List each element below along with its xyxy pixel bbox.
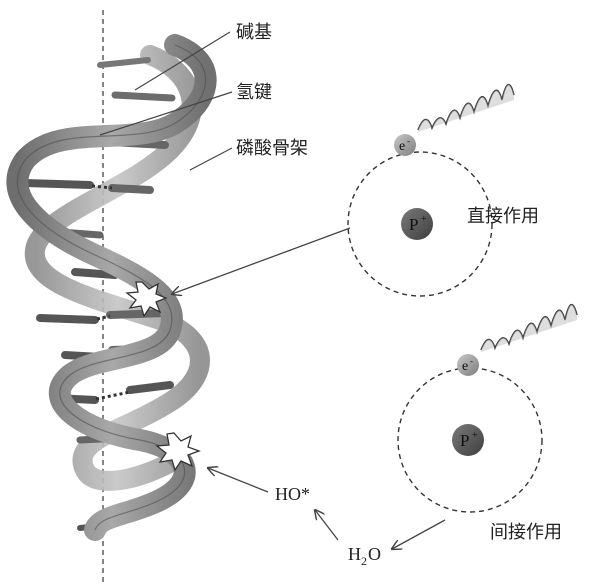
direct-electron-charge: - — [407, 136, 410, 146]
hbond-pointer-line — [99, 91, 233, 136]
radical-label: HO* — [275, 484, 310, 504]
indirect-electron-charge: - — [470, 356, 473, 366]
indirect-nucleus-charge: + — [472, 430, 478, 441]
base-pointer-line — [134, 31, 231, 91]
hydrogen-bond — [96, 314, 111, 321]
backbone-strand-front-edge — [16, 44, 207, 531]
label-hydrogen-bond: 氢键 — [236, 82, 272, 103]
indirect-action-atom: P + e - 间接作用 — [397, 304, 578, 543]
direct-nucleus-charge: + — [421, 214, 427, 225]
indirect-electron-symbol: e — [462, 359, 468, 374]
direct-action-atom: P + e - 直接作用 — [347, 84, 539, 297]
direct-arrow — [172, 227, 351, 294]
label-base: 碱基 — [236, 22, 272, 43]
base-rung — [111, 91, 176, 102]
base-rung — [97, 57, 151, 68]
backbone-pointer-line — [189, 147, 233, 171]
base-rung — [126, 381, 174, 394]
direct-photon-fill — [418, 84, 514, 132]
water-label: H 2 O — [348, 544, 381, 568]
indirect-nucleus — [452, 424, 484, 456]
base-rung — [36, 314, 99, 324]
base-rung — [106, 309, 169, 319]
indirect-nucleus-symbol: P — [460, 431, 469, 450]
indirect-orbit — [397, 367, 543, 513]
water-to-radical-arrow — [315, 510, 339, 541]
indirect-photon-fill — [481, 304, 577, 352]
base-rung — [21, 179, 94, 189]
damage-site-lower — [155, 432, 201, 472]
damage-site-upper — [125, 281, 168, 318]
label-direct-action: 直接作用 — [467, 206, 539, 227]
label-backbone: 磷酸骨架 — [236, 138, 308, 159]
indirect-electron — [457, 354, 479, 376]
radical-to-dna-arrow — [208, 468, 269, 493]
label-indirect-action: 间接作用 — [490, 522, 562, 543]
direct-electron-symbol: e — [399, 139, 405, 154]
direct-nucleus-symbol: P — [409, 215, 418, 234]
base-rung — [108, 184, 154, 194]
water-o: O — [368, 544, 381, 564]
hydrogen-bond — [95, 390, 131, 401]
water-h: H — [348, 544, 361, 564]
direct-nucleus — [401, 208, 433, 240]
base-rung — [71, 268, 119, 279]
water-sub: 2 — [361, 554, 367, 568]
direct-orbit — [347, 151, 493, 297]
direct-electron — [394, 134, 416, 156]
orbit-to-water-arrow — [392, 519, 446, 549]
